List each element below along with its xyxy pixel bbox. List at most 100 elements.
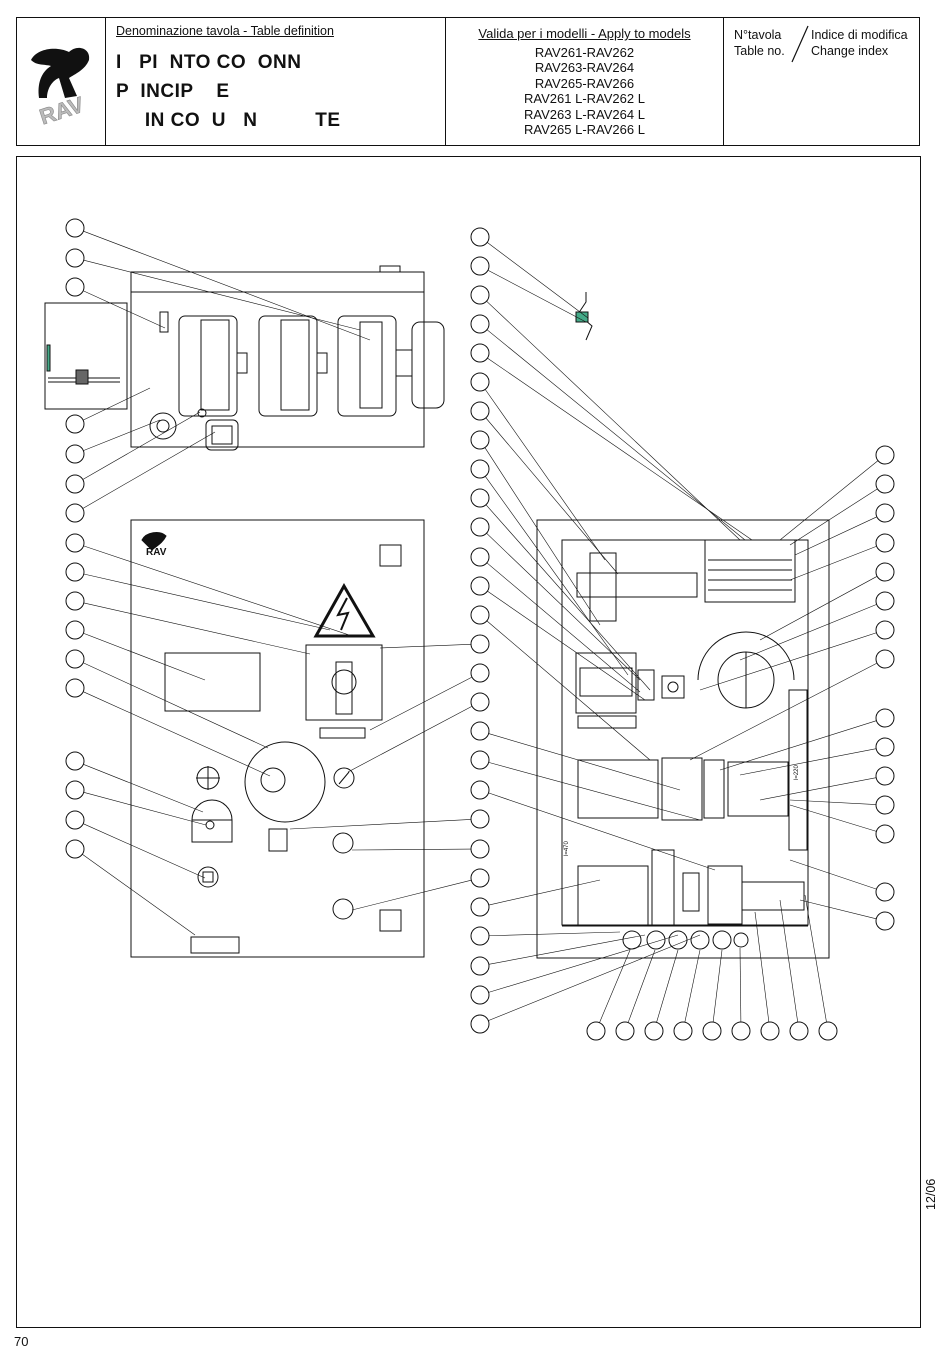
leader-line [739,604,877,661]
callout-balloon [65,503,85,523]
index-cell: N°tavola Table no. Indice di modifica Ch… [724,18,919,145]
leader-line [83,792,207,826]
callout-balloon [470,285,490,305]
callout-balloon [470,985,490,1005]
callout-balloon [875,533,895,553]
leader-line [82,387,151,421]
leader-line [759,777,877,801]
leader-line [351,848,472,851]
control-cabinet: l=470 l=220 [536,292,830,959]
leader-line [83,290,166,329]
callout-balloon [470,809,490,829]
callout-balloon [875,708,895,728]
callout-balloon [875,737,895,757]
callout-balloon [65,591,85,611]
callout-balloon [673,1021,693,1041]
leader-line [488,931,621,937]
leader-line [83,691,271,777]
model-line: RAV265 L-RAV266 L [524,122,645,137]
leader-line [779,899,799,1023]
leader-line [486,329,746,541]
leader-line [488,934,679,993]
callout-balloon [65,277,85,297]
leader-line [485,476,629,676]
model-line: RAV261-RAV262 [534,44,635,60]
callout-balloon [470,692,490,712]
leader-line [488,934,646,965]
leader-line [754,911,770,1023]
leader-line [488,879,601,906]
leader-line [82,411,201,480]
leader-line [485,504,651,691]
callout-balloon [470,227,490,247]
leader-line [684,949,701,1023]
door-panel: RAV [130,519,425,958]
table-no-en: Table no. [734,44,785,58]
callout-balloon [470,314,490,334]
leader-line [487,357,753,541]
callout-balloon [65,620,85,640]
callout-balloon [470,488,490,508]
callout-balloon [875,474,895,494]
slash-divider [791,25,809,63]
definition-cell: Denominazione tavola - Table definition … [106,18,446,145]
leader-line [83,573,331,631]
callout-balloon [65,218,85,238]
leader-line [739,947,742,1023]
callout-balloon [615,1021,635,1041]
leader-line [484,447,601,626]
callout-balloon [470,430,490,450]
leader-line [486,620,651,761]
leader-line [82,431,216,509]
title-line-3: IN CO U N TE [116,110,341,131]
callout-balloon [65,533,85,553]
leader-line [779,460,879,541]
callout-balloon [586,1021,606,1041]
model-line: RAV261 L-RAV262 L [524,91,645,106]
leader-line [486,533,641,681]
callout-balloon [875,445,895,465]
leader-line [83,419,161,451]
callout-balloon [789,1021,809,1041]
page-number: 70 [14,1334,29,1349]
table-no-it: N°tavola [734,28,782,42]
callout-balloon [875,620,895,640]
model-line: RAV263-RAV264 [534,60,635,75]
leader-line [83,230,371,341]
callout-balloons [65,218,895,1041]
definition-label: Denominazione tavola - Table definition [116,24,334,38]
svg-text:l=470: l=470 [564,840,570,856]
logo-cell: RAV [17,18,106,145]
callout-balloon [470,256,490,276]
callout-balloon [875,882,895,902]
change-index-en: Change index [811,44,889,58]
callout-balloon [875,766,895,786]
leader-line [83,662,269,749]
callout-balloon [875,649,895,669]
callout-balloon [470,576,490,596]
callout-balloon [65,678,85,698]
leader-line [804,894,827,1023]
callout-balloon [65,562,85,582]
callout-balloon [470,547,490,567]
callout-balloon [65,474,85,494]
callout-balloon [65,751,85,771]
callout-balloon [875,562,895,582]
date-code: 12/06 [924,1178,938,1210]
callout-balloon [470,634,490,654]
leader-line [789,545,877,581]
leader-line [83,259,361,331]
callout-balloon [875,824,895,844]
svg-text:l=220: l=220 [794,764,800,780]
callout-balloon [470,926,490,946]
callout-balloon [470,343,490,363]
callout-balloon [470,372,490,392]
callout-balloon [470,897,490,917]
leader-line [794,516,877,556]
leader-line [627,949,656,1023]
leader-line [83,602,311,655]
leader-line [83,632,206,681]
leader-line [789,799,877,805]
callout-balloon [702,1021,722,1041]
